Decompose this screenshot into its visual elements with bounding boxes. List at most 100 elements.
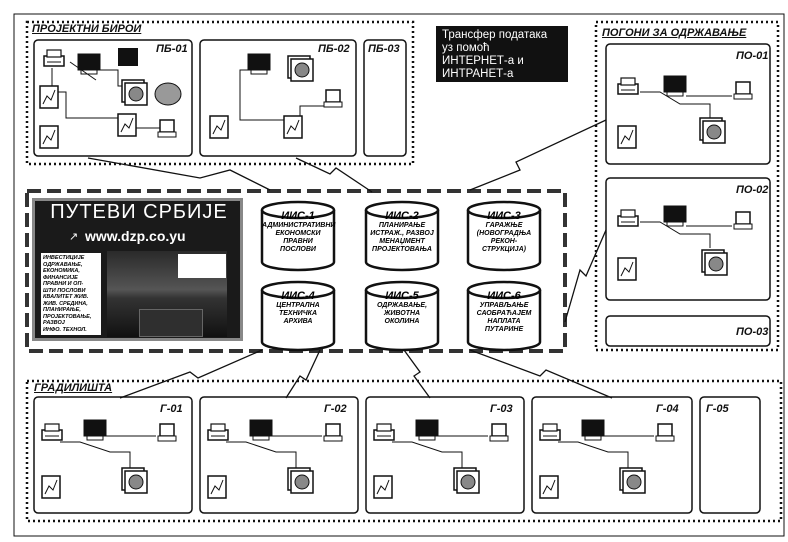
db-desc-line: ПУТАРИНЕ (484, 326, 524, 333)
outer-frame (13, 13, 785, 537)
db-label-iis3: ИИС-3 ГАРАЖЊЕ (НОВОГРАДЊА РЕКОН- СТРУКЦИ… (468, 210, 540, 254)
arrow-icon: ↗ (69, 231, 79, 243)
unit-label-g04: Г-04 (656, 403, 679, 415)
unit-box-po03 (605, 315, 771, 347)
sites-group (25, 379, 783, 523)
menu-item: ШТИ ПОСЛОВИ (43, 287, 86, 294)
website-screenshot: ПУТЕВИ СРБИЈЕ www.dzp.co.yu ↗ ИНВЕСТИЦИЈ… (32, 198, 243, 341)
g01-equipment (41, 419, 177, 499)
db-name: ИИС-3 (487, 210, 521, 222)
unit-box-g03 (365, 396, 525, 514)
connection-links (87, 119, 613, 399)
db-desc-line: РЕКОН- (490, 238, 518, 245)
unit-label-po01: ПО-01 (736, 50, 769, 62)
unit-label-g05: Г-05 (706, 403, 729, 415)
db-name: ИИС-5 (385, 290, 419, 302)
db-desc-line: ПРАВНИ (283, 238, 313, 245)
db-desc-line: АДМИНИСТРАТИВНИ (262, 222, 336, 229)
menu-item: ФИНАНСИЈЕ (43, 274, 78, 281)
database-iis4 (260, 280, 336, 352)
database-iis1 (260, 200, 336, 272)
menu-item: ПЛАНИРАЊЕ, (43, 307, 81, 313)
menu-item: ИНВЕСТИЦИЈЕ (43, 255, 85, 261)
db-label-iis6: ИИС-6 УПРАВЉАЊЕ САОБРАЋАЈЕМ НАПЛАТА ПУТА… (468, 290, 540, 334)
website-menu: ИНВЕСТИЦИЈЕ ОДРЖАВАЊЕ, ЕКОНОМИКА, ФИНАНС… (41, 253, 101, 335)
db-name: ИИС-6 (487, 290, 521, 302)
unit-label-pb01: ПБ-01 (156, 43, 188, 55)
note-line-2: уз помоћ (442, 42, 490, 54)
website-logo-box (178, 254, 226, 278)
db-label-iis2: ИИС-2 ПЛАНИРАЊЕ ИСТРАЖ., РАЗВОЈ МЕНАЏМЕН… (366, 210, 438, 254)
db-label-iis5: ИИС-5 ОДРЖАВАЊЕ, ЖИВОТНА ОКОЛИНА (366, 290, 438, 326)
menu-item: ИНФО. ТЕХНОЛ. (43, 326, 87, 333)
database-iis5 (364, 280, 440, 352)
db-desc-line: ПОСЛОВИ (280, 246, 316, 253)
website-login-form (139, 309, 203, 337)
pb02-equipment (209, 53, 343, 139)
menu-item: РАЗВОЈ (43, 320, 65, 326)
unit-label-pb03: ПБ-03 (368, 43, 400, 55)
unit-box-po02 (605, 177, 771, 301)
unit-box-g02 (199, 396, 359, 514)
db-desc-line: ИСТРАЖ., РАЗВОЈ (370, 230, 434, 237)
note-line-4: ИНТРАНЕТ-а (442, 68, 514, 80)
db-desc-line: ТЕХНИЧКА (278, 310, 318, 317)
db-desc-line: АРХИВА (283, 318, 313, 325)
pb01-equipment (39, 48, 182, 149)
unit-label-g03: Г-03 (490, 403, 513, 415)
db-label-iis4: ИИС-4 ЦЕНТРАЛНА ТЕХНИЧКА АРХИВА (262, 290, 334, 326)
unit-box-pb01 (33, 39, 193, 157)
db-desc-line: ПРОЈЕКТОВАЊА (372, 246, 432, 253)
menu-item: ОДРЖАВАЊЕ, (43, 261, 83, 268)
database-iis6 (466, 280, 542, 352)
unit-label-pb02: ПБ-02 (318, 43, 350, 55)
group-title-maintenance: ПОГОНИ ЗА ОДРЖАВАЊЕ (602, 27, 747, 39)
db-desc-line: ОДРЖАВАЊЕ, (376, 302, 428, 309)
db-desc-line: ЕКОНОМСКИ (275, 230, 321, 237)
db-desc-line: (НОВОГРАДЊА (476, 230, 532, 237)
unit-label-po02: ПО-02 (736, 184, 769, 196)
db-desc-line: ОКОЛИНА (384, 318, 420, 325)
menu-item: ЖИВ. СРЕДИНА, (43, 300, 88, 307)
unit-label-po03: ПО-03 (736, 326, 769, 338)
db-desc-line: ЖИВОТНА (383, 310, 421, 317)
group-title-sites: ГРАДИЛИШТА (34, 382, 113, 394)
db-name: ИИС-2 (385, 210, 419, 222)
unit-label-g01: Г-01 (160, 403, 183, 415)
website-url: www.dzp.co.yu (85, 228, 186, 244)
menu-item: ЕКОНОМИКА, (43, 268, 80, 274)
po02-equipment (617, 205, 753, 281)
note-line-3: ИНТЕРНЕТ-а и (442, 55, 524, 67)
maintenance-group (594, 20, 780, 352)
menu-item: ПРОЈЕКТОВАЊЕ, (43, 313, 92, 320)
db-desc-line: МЕНАЏМЕНТ (379, 238, 425, 245)
po01-equipment (617, 75, 753, 149)
database-iis3 (466, 200, 542, 272)
db-desc-line: СТРУКЦИЈА) (482, 246, 526, 253)
menu-item: ПРАВНИ И ОП- (43, 281, 84, 287)
menu-item: КВАЛИТЕТ ЖИВ. (43, 294, 89, 300)
g04-equipment (539, 419, 675, 499)
transfer-note: Трансфер података уз помоћ ИНТЕРНЕТ-а и … (436, 26, 568, 82)
unit-label-g02: Г-02 (324, 403, 347, 415)
db-name: ИИС-4 (281, 290, 315, 302)
g03-equipment (373, 419, 509, 499)
db-desc-line: ГАРАЖЊЕ (485, 222, 523, 229)
database-iis2 (364, 200, 440, 272)
db-label-iis1: ИИС-1 АДМИНИСТРАТИВНИ ЕКОНОМСКИ ПРАВНИ П… (262, 210, 336, 254)
unit-box-g01 (33, 396, 193, 514)
website-title: ПУТЕВИ СРБИЈЕ (50, 201, 228, 223)
unit-box-pb02 (199, 39, 357, 157)
unit-box-g05 (699, 396, 761, 514)
db-desc-line: НАПЛАТА (487, 318, 521, 325)
note-line-1: Трансфер података (442, 29, 548, 41)
design-bureaus-group (25, 20, 415, 166)
db-desc-line: ПЛАНИРАЊЕ (378, 222, 426, 229)
db-desc-line: САОБРАЋАЈЕМ (476, 310, 532, 317)
g02-equipment (207, 419, 343, 499)
group-title-design-bureaus: ПРОЈЕКТНИ БИРОИ (32, 23, 142, 35)
db-desc-line: ЦЕНТРАЛНА (276, 302, 320, 309)
db-name: ИИС-1 (281, 210, 315, 222)
unit-box-g04 (531, 396, 693, 514)
